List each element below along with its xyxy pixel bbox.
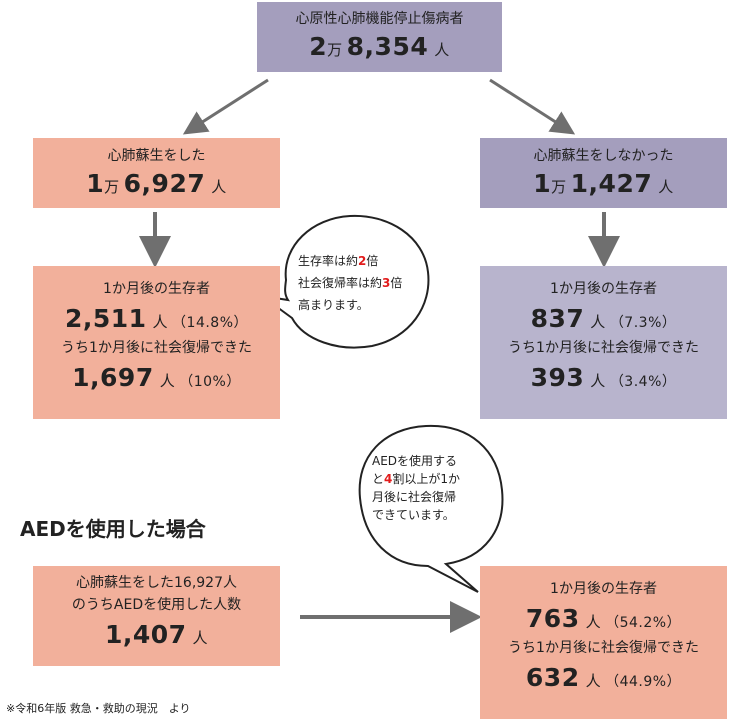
survivors-label: 1か月後の生存者 <box>550 281 657 297</box>
speech-bubble-2 <box>358 424 504 593</box>
survivors-label: 1か月後の生存者 <box>103 281 210 297</box>
arrow-top-to-left <box>182 78 269 135</box>
bubble-2-text: AEDを使用する と4割以上が1か 月後に社会復帰 できています。 <box>372 454 461 522</box>
social-return-label: うち1か月後に社会復帰できた <box>508 340 699 356</box>
aed-box-line2: のうちAEDを使用した人数 <box>71 597 242 613</box>
cpr-not-done-label: 心肺蘇生をしなかった <box>533 148 674 164</box>
top-label: 心原性心肺機能停止傷病者 <box>295 11 464 27</box>
bubble-1-text: 生存率は約2倍 社会復帰率は約3倍 高まります。 <box>298 254 403 312</box>
source-footnote: ※令和6年版 救急・救助の現況 より <box>6 702 191 715</box>
arrow-top-to-right <box>489 78 576 135</box>
cpr-done-label: 心肺蘇生をした <box>107 148 206 164</box>
survivors-label: 1か月後の生存者 <box>550 581 657 597</box>
social-return-label: うち1か月後に社会復帰できた <box>61 340 252 356</box>
aed-heading: AEDを使用した場合 <box>20 517 206 541</box>
aed-box-line1: 心肺蘇生をした16,927人 <box>76 575 237 591</box>
social-return-label: うち1か月後に社会復帰できた <box>508 640 699 656</box>
